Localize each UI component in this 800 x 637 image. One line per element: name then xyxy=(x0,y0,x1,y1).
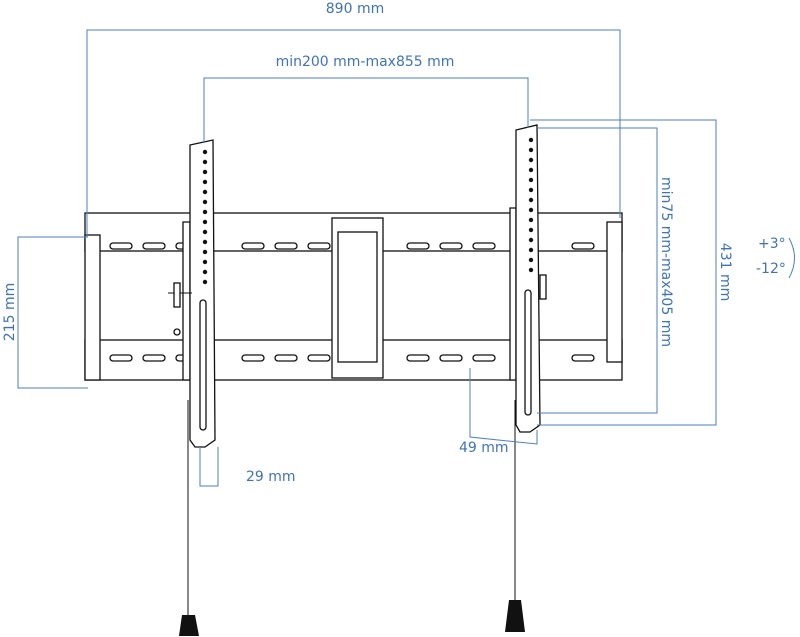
rail-slot xyxy=(241,354,265,362)
tilt-down-label: -12° xyxy=(756,261,786,277)
arm-hole xyxy=(528,217,534,223)
arm-hole xyxy=(202,179,208,185)
arm-hole xyxy=(528,167,534,173)
arm-hole xyxy=(202,219,208,225)
dim-vesa-vertical: min75 mm-max405 mm xyxy=(537,127,674,414)
rail-slot xyxy=(571,242,595,250)
dim-wall-distance-label: 49 mm xyxy=(459,440,509,456)
rail-slot xyxy=(307,242,331,250)
dim-vesa-vertical-label: min75 mm-max405 mm xyxy=(658,177,674,347)
dim-arm-width-label: 29 mm xyxy=(246,469,296,485)
dim-overall-width-label: 890 mm xyxy=(326,1,384,17)
dim-wall-distance: 49 mm xyxy=(459,368,538,456)
arm-hole xyxy=(202,229,208,235)
rail-slot xyxy=(472,354,496,362)
rail-slot xyxy=(307,354,331,362)
arm-hole xyxy=(528,247,534,253)
rail-slot xyxy=(439,354,463,362)
arm-hole xyxy=(528,227,534,233)
rail-slot xyxy=(241,242,265,250)
dim-plate-height-label: 215 mm xyxy=(2,283,18,341)
rail-slot xyxy=(571,354,595,362)
rail-slot xyxy=(406,354,430,362)
arm-hole xyxy=(202,199,208,205)
arm-hole xyxy=(528,257,534,263)
dim-arm-width: 29 mm xyxy=(199,447,296,487)
rail-slot xyxy=(274,354,298,362)
dim-arm-height: 431 mm xyxy=(530,119,733,426)
rail-slot xyxy=(439,242,463,250)
left-pull-cord[interactable] xyxy=(179,400,199,636)
left-end-bracket xyxy=(84,234,101,381)
arm-hole xyxy=(202,159,208,165)
rail-slot xyxy=(109,354,133,362)
arm-hole xyxy=(202,189,208,195)
right-pull-cord[interactable] xyxy=(505,400,525,632)
rail-slot xyxy=(109,242,133,250)
arm-hole xyxy=(528,157,534,163)
arm-hole xyxy=(202,269,208,275)
arm-hole xyxy=(528,147,534,153)
right-arm xyxy=(509,124,547,433)
arm-hole xyxy=(528,187,534,193)
dim-overall-width: 890 mm xyxy=(86,1,621,237)
arm-hole xyxy=(202,279,208,285)
cord-weight-icon xyxy=(505,600,525,632)
arm-hole xyxy=(528,267,534,273)
tilt-range: +3° -12° xyxy=(756,236,795,279)
arm-hole xyxy=(528,137,534,143)
rail-slot xyxy=(142,354,166,362)
arm-hole xyxy=(202,249,208,255)
dim-arm-height-label: 431 mm xyxy=(717,243,733,301)
arm-hole xyxy=(202,169,208,175)
arm-hole xyxy=(528,197,534,203)
cord-weight-icon xyxy=(179,615,199,636)
arm-hole xyxy=(202,239,208,245)
left-arm xyxy=(168,139,216,448)
rail-slot xyxy=(472,242,496,250)
arm-hole xyxy=(528,177,534,183)
arm-hole xyxy=(202,209,208,215)
arm-hole xyxy=(202,259,208,265)
arm-hole xyxy=(528,207,534,213)
right-end-bracket xyxy=(606,221,623,363)
arm-hole xyxy=(202,149,208,155)
tilt-up-label: +3° xyxy=(758,236,786,252)
dim-vesa-horizontal: min200 mm-max855 mm xyxy=(203,54,529,142)
rail-slot xyxy=(274,242,298,250)
center-plate-inner xyxy=(337,231,378,363)
arm-hole xyxy=(528,237,534,243)
tilt-arc-icon xyxy=(788,237,795,279)
rail-slot xyxy=(406,242,430,250)
rail-slot xyxy=(142,242,166,250)
dim-vesa-horizontal-label: min200 mm-max855 mm xyxy=(276,54,455,70)
dim-plate-height: 215 mm xyxy=(2,236,88,389)
